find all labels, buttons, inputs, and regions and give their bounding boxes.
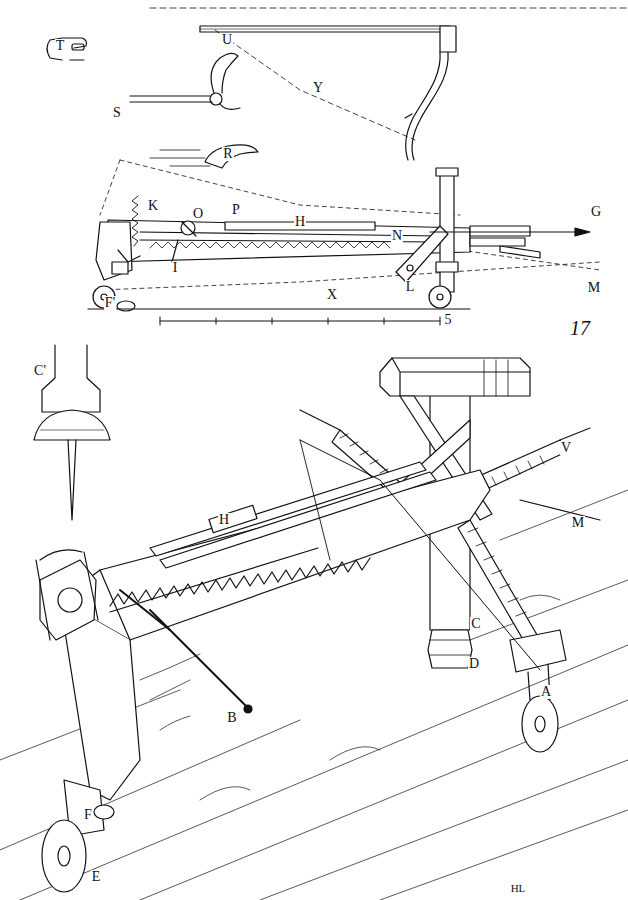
part-letter: T	[55, 39, 66, 53]
part-letter: P	[231, 203, 241, 217]
part-letter: Y	[312, 81, 324, 95]
part-letter: H	[294, 215, 306, 229]
part-letter: X	[326, 288, 338, 302]
part-letter: H	[218, 513, 230, 527]
part-letter: F'	[104, 296, 116, 310]
figure-number: 17	[569, 318, 591, 338]
part-letter: I	[172, 261, 179, 275]
part-letter: F	[83, 808, 93, 822]
signature: HL	[510, 883, 527, 894]
part-letter: E	[91, 870, 102, 884]
part-letter: V	[560, 441, 572, 455]
part-letter: K	[147, 199, 159, 213]
part-letter: L	[405, 280, 416, 294]
part-letter: M	[587, 281, 601, 295]
part-letter: R	[222, 147, 233, 161]
part-letter: O	[192, 207, 204, 221]
part-letter: C'	[33, 364, 47, 378]
part-letter: 5	[444, 313, 453, 327]
part-letter: B	[226, 711, 237, 725]
part-letter: N	[391, 229, 403, 243]
part-letter: S	[112, 106, 122, 120]
part-letter: D	[468, 657, 480, 671]
part-letter: M	[571, 516, 585, 530]
part-letter: C	[470, 617, 481, 631]
part-letter: G	[590, 205, 602, 219]
part-letter: U	[221, 33, 233, 47]
part-letter: A	[540, 685, 552, 699]
